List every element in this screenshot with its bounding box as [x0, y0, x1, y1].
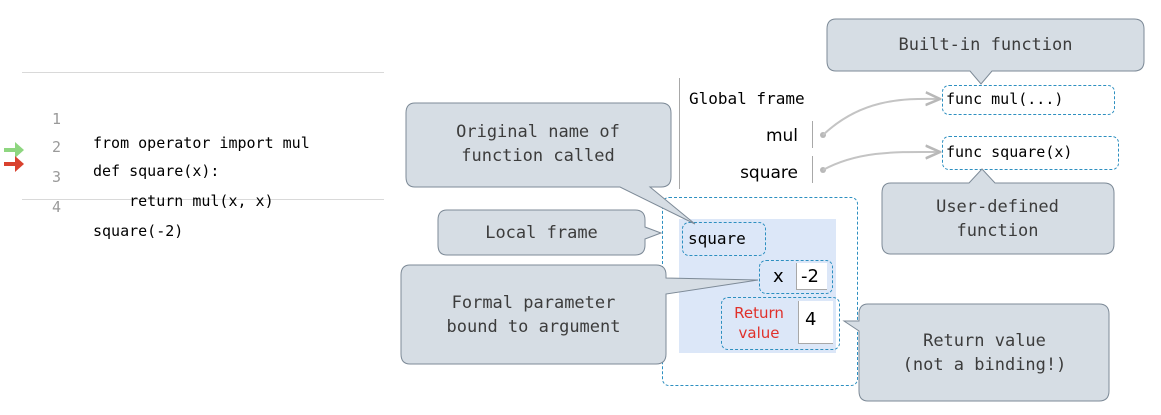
callout-original-line2: function called: [461, 146, 615, 166]
callout-user-defined: [881, 168, 1115, 255]
callout-builtin-text: Built-in function: [898, 35, 1073, 55]
callout-formal-line1: Formal parameter: [451, 293, 616, 313]
var-value-box: [812, 121, 813, 148]
return-value-cell: 4: [798, 301, 833, 344]
binding-x-name: x: [773, 266, 784, 287]
callout-formal-line2: bound to argument: [446, 317, 621, 337]
execution-arrows: [4, 142, 24, 172]
code-line-3: 3 return mul(x, x): [22, 141, 274, 210]
line-number: 2: [52, 138, 62, 156]
return-label-line2: value: [738, 324, 780, 342]
previous-line-arrow-icon: [4, 142, 24, 158]
callout-user-defined-text: User-defined function: [881, 186, 1114, 252]
callout-original-name: [405, 102, 696, 225]
global-frame-title: Global frame: [689, 89, 805, 108]
func-mul-label: func mul(...): [946, 90, 1064, 108]
code-line-2: 2 def square(x):: [22, 111, 219, 180]
func-mul-object: func mul(...): [942, 85, 1115, 115]
line-number: 3: [52, 168, 62, 186]
callout-user-line1: User-defined: [936, 197, 1059, 217]
callout-return-value-text: Return value (not a binding!): [860, 318, 1109, 388]
code-panel: 1 from operator import mul 2 def square(…: [22, 72, 384, 240]
code-text: from operator import mul: [93, 134, 310, 152]
callout-return-line2: (not a binding!): [902, 355, 1067, 375]
code-text: def square(x):: [93, 162, 220, 180]
callout-builtin: [826, 18, 1145, 85]
var-value-box: [812, 156, 813, 183]
return-value: 4: [805, 309, 817, 330]
func-square-object: func square(x): [942, 136, 1119, 170]
callout-original-line1: Original name of: [456, 122, 620, 142]
code-line-4: 4 square(-2): [22, 171, 183, 240]
callout-return-value: [842, 303, 1110, 402]
code-text: return mul(x, x): [93, 192, 274, 210]
code-line-1: 1 from operator import mul: [22, 83, 310, 152]
pointer-arrow-square: [822, 152, 940, 171]
local-frame-title: square: [688, 229, 746, 248]
callout-formal-parameter-text: Formal parameter bound to argument: [401, 280, 666, 350]
callout-local-frame: [437, 209, 663, 256]
code-text: square(-2): [93, 222, 184, 240]
global-frame-divider: [679, 78, 680, 189]
line-number: 4: [52, 198, 62, 216]
func-square-label: func square(x): [946, 143, 1073, 161]
callout-local-frame-text: Local frame: [485, 223, 598, 243]
pointer-arrow-mul: [822, 99, 940, 136]
binding-x: x -2: [759, 260, 833, 294]
global-var-mul: mul: [765, 126, 798, 146]
callout-user-line2: function: [956, 221, 1039, 241]
return-binding: Return value 4: [721, 297, 840, 350]
local-frame-title-box: square: [682, 222, 766, 256]
binding-x-value: -2: [801, 266, 819, 287]
global-var-square: square: [740, 163, 798, 183]
callout-formal-parameter: [400, 264, 759, 365]
return-label-line1: Return: [734, 304, 784, 322]
next-line-arrow-icon: [4, 156, 24, 172]
line-number: 1: [52, 110, 62, 128]
return-label: Return value: [722, 303, 796, 343]
binding-x-value-cell: -2: [796, 263, 827, 290]
callout-original-name-text: Original name of function called: [405, 112, 671, 176]
callout-return-line1: Return value: [923, 331, 1046, 351]
